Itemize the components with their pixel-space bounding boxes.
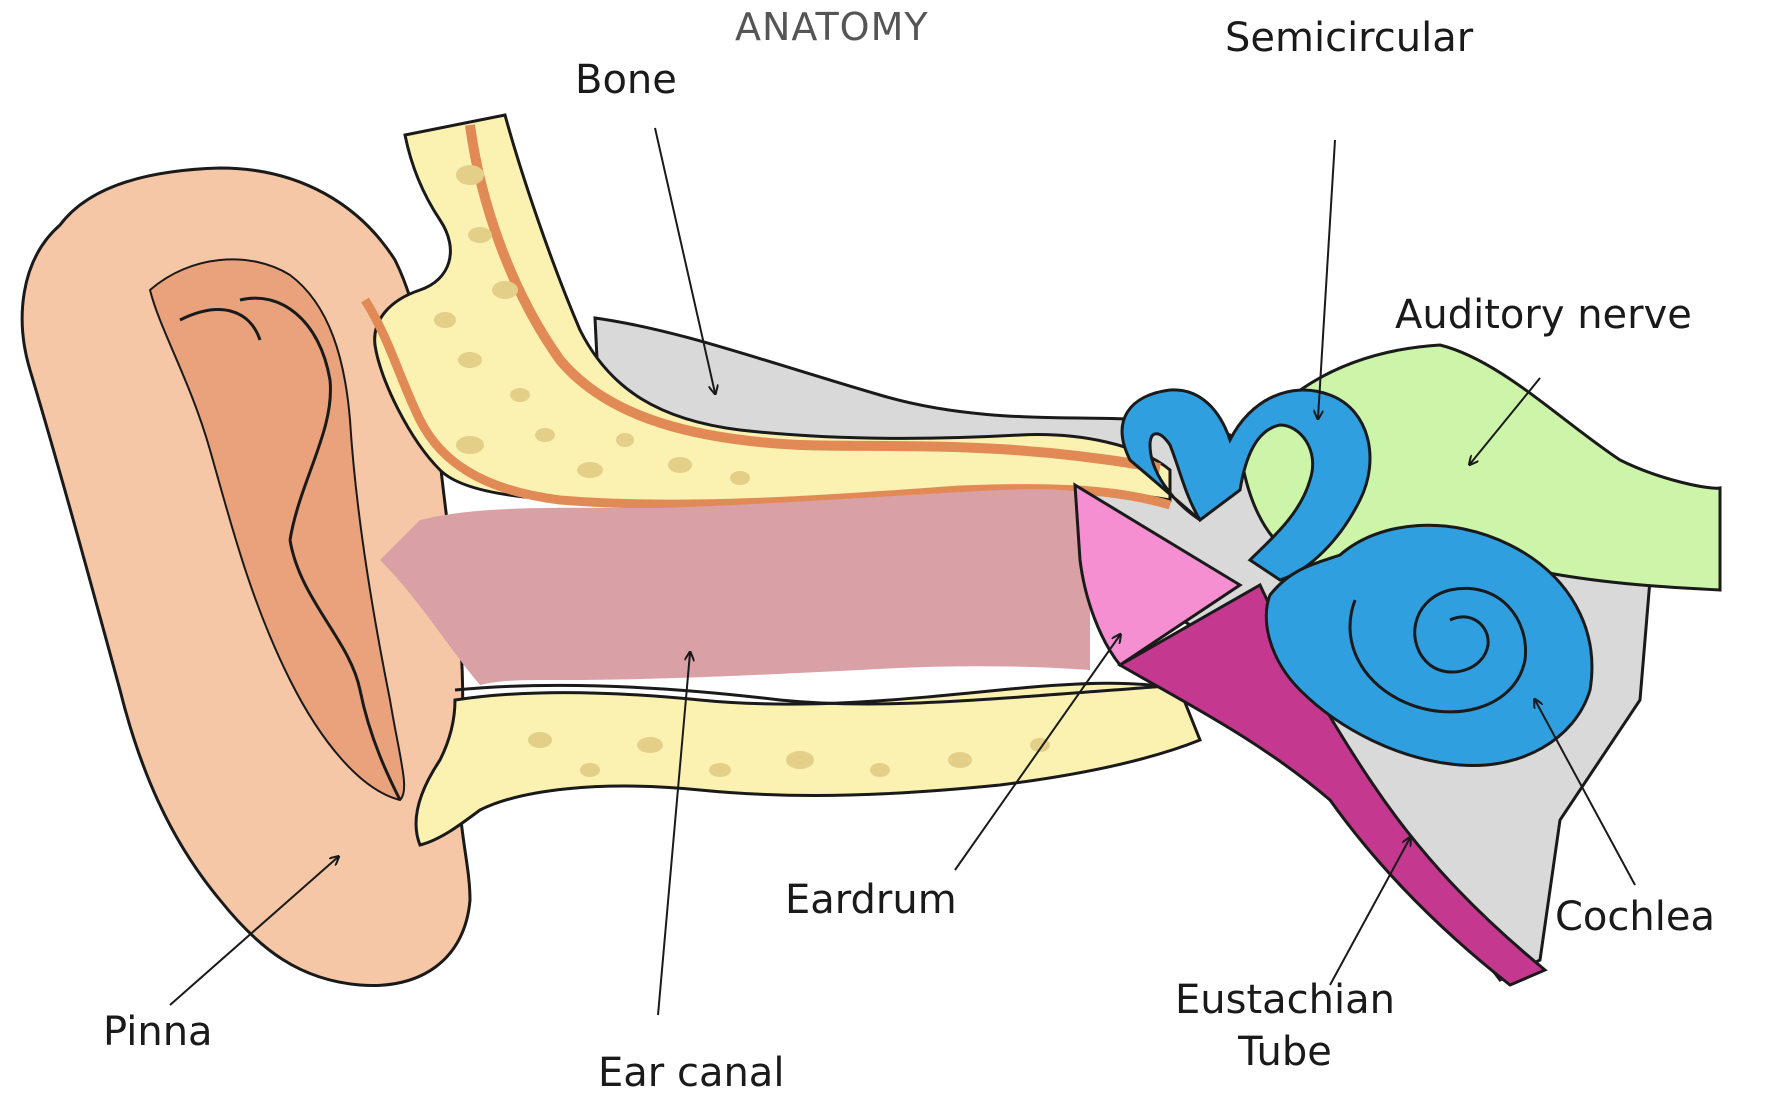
label-pinna: Pinna (103, 1012, 213, 1052)
label-eustachian-line2: Tube (1165, 1032, 1405, 1072)
label-auditory-nerve: Auditory nerve (1395, 295, 1692, 335)
label-ear-canal: Ear canal (598, 1053, 784, 1093)
label-bone: Bone (575, 60, 677, 100)
label-semicircular: Semicircular (1225, 18, 1473, 58)
ear-canal-region (380, 489, 1090, 685)
arrow-eustachian-tube (1330, 838, 1410, 985)
label-eustachian-tube: Eustachian Tube (1165, 980, 1405, 1072)
diagram-title: ANATOMY (735, 8, 929, 46)
label-eardrum: Eardrum (785, 880, 957, 920)
label-cochlea: Cochlea (1555, 897, 1715, 937)
label-eustachian-line1: Eustachian (1165, 980, 1405, 1020)
